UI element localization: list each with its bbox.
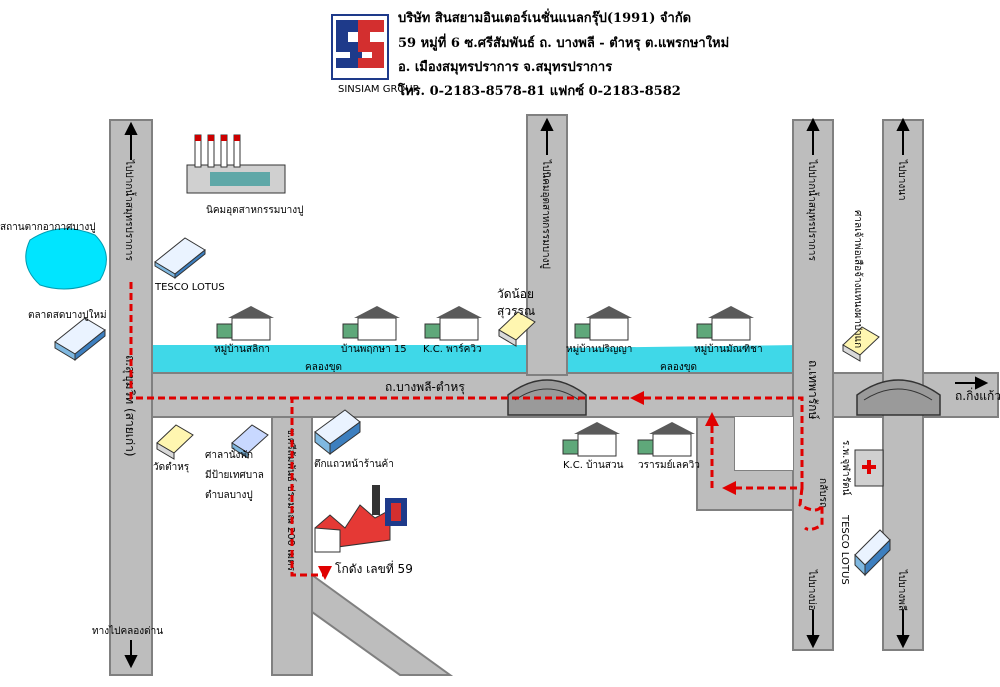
route-arrow-down bbox=[318, 566, 332, 580]
label-wat-noi: วัดน้อย bbox=[497, 287, 534, 301]
house-icon bbox=[637, 422, 695, 457]
route-path-east bbox=[292, 396, 804, 490]
label-wat-noi-2: สุวรรณ bbox=[497, 304, 535, 319]
label-sala-rest-1: ศาลานั่งพัก bbox=[205, 447, 253, 461]
warehouse-icon bbox=[314, 485, 407, 553]
label-shophouse: ตึกแถวหน้าร้านค้า bbox=[314, 458, 394, 470]
label-tesco-right: TESCO LOTUS bbox=[839, 514, 850, 585]
building-icon bbox=[314, 409, 361, 456]
road-label-to-bang-phli: ไปบางพลี bbox=[896, 569, 908, 611]
house-icon bbox=[342, 306, 400, 341]
label-wat-tamru: วัดตำหรุ bbox=[153, 462, 190, 473]
label-village-phruksa: บ้านพฤกษา 15 bbox=[341, 343, 407, 355]
company-contact: โทร. 0-2183-8578-81 แฟกซ์ 0-2183-8582 bbox=[397, 82, 681, 99]
house-icon bbox=[156, 424, 194, 460]
building-icon bbox=[154, 237, 206, 280]
house-icon bbox=[231, 424, 269, 459]
road-label-to-klong-dan: ทางไปคลองด่าน bbox=[92, 625, 163, 637]
label-hospital: ร.พ.จุฬารัตน์ bbox=[840, 440, 852, 495]
logo-s-red bbox=[358, 20, 384, 68]
building-icon bbox=[54, 317, 106, 362]
company-name: บริษัท สินสยามอินเตอร์เนชั่นแนลกรุ๊ป(199… bbox=[398, 8, 691, 26]
label-kc-park: K.C. พาร์ควิว bbox=[423, 343, 482, 355]
route-arrow-left bbox=[630, 391, 644, 405]
arrow-up-sukhumvit bbox=[124, 117, 989, 669]
road-warehouse-branch bbox=[311, 573, 454, 676]
road-label-to-samut-prakan-right: ไปปากน้ำสมุทรปราการ bbox=[806, 159, 820, 262]
label-wararom: วรารมย์เลควิว bbox=[638, 459, 700, 471]
canal bbox=[130, 345, 800, 372]
house-icon bbox=[498, 311, 536, 347]
logo-s-blue bbox=[336, 20, 362, 68]
label-warehouse: โกดัง เลขที่ 59 bbox=[335, 560, 413, 576]
label-market: ตลาดสดบางปูใหม่ bbox=[28, 309, 107, 321]
canal-label-2: คลองขุด bbox=[660, 362, 697, 373]
house-icon bbox=[696, 306, 754, 341]
house-icon bbox=[562, 422, 620, 457]
factory-icon bbox=[186, 134, 286, 194]
label-weather-station: สถานตากอากาศบางปู bbox=[0, 222, 96, 233]
road-to-industrial-estate bbox=[526, 114, 568, 376]
label-village-manthicha: หมู่บ้านมัณฑิชา bbox=[694, 343, 763, 355]
label-sala-chao: ศาลเจ้าพ่อเสือจ้างแหนงผาปาแก bbox=[852, 210, 864, 348]
route-path-uturn bbox=[798, 487, 824, 531]
hospital-icon bbox=[854, 449, 884, 487]
bridge-icon bbox=[856, 379, 941, 416]
road-label-to-samut-prakan-left: ไปปากน้ำสมุทรปราการ bbox=[123, 159, 137, 262]
label-tesco-left: TESCO LOTUS bbox=[154, 282, 225, 293]
road-label-king-kaeo: ถ.กิ่งแก้ว bbox=[955, 387, 1000, 403]
company-logo: SINSIAM GROUP bbox=[331, 14, 419, 95]
canal-label-1: คลองขุด bbox=[305, 362, 342, 373]
label-industrial-estate: นิคมอุตสาหกรรมบางปู bbox=[206, 205, 304, 216]
label-kc-ban-suan: K.C. บ้านสวน bbox=[563, 459, 624, 471]
road-label-to-industrial: ไปนิคมอุตสาหกรรมบางปู bbox=[540, 159, 552, 269]
company-address-1: 59 หมู่ที่ 6 ซ.ศรีสัมพันธ์ ถ. บางพลี - ต… bbox=[398, 33, 729, 51]
house-icon bbox=[424, 306, 482, 341]
label-village-sarika: หมู่บ้านสลิกา bbox=[214, 343, 270, 355]
house-icon bbox=[216, 306, 274, 341]
weather-station-area bbox=[25, 228, 107, 290]
house-icon bbox=[842, 326, 880, 362]
road-label-to-bang-na: ไปบางนา bbox=[896, 159, 908, 201]
route-arrow-left-2 bbox=[722, 481, 736, 495]
road-label-bangphli-tamru: ถ.บางพลี-ตำหรุ bbox=[385, 380, 465, 395]
label-sala-rest-2: มีป้ายเทศบาล bbox=[205, 469, 264, 481]
company-address-2: อ. เมืองสมุทรปราการ จ.สมุทรปราการ bbox=[398, 59, 612, 75]
label-village-prinya: หมู่บ้านปริญญา bbox=[566, 343, 632, 355]
logo-caption: SINSIAM GROUP bbox=[338, 84, 419, 95]
label-sala-rest-3: ตำบลบางปู bbox=[205, 490, 253, 501]
house-icon bbox=[574, 306, 632, 341]
road-label-to-bang-bo: ไปบางบ่อ bbox=[806, 569, 818, 611]
building-icon bbox=[854, 529, 891, 577]
u-turn-island bbox=[735, 417, 793, 470]
label-u-turn: กลับรถ bbox=[817, 478, 828, 508]
route-arrow-up bbox=[705, 412, 719, 426]
road-label-thepharak: ถ.เทพารักษ์ bbox=[806, 360, 820, 420]
road-label-sukhumvit: ถ.สุขุมวิท (สายเก่า) bbox=[122, 355, 137, 457]
